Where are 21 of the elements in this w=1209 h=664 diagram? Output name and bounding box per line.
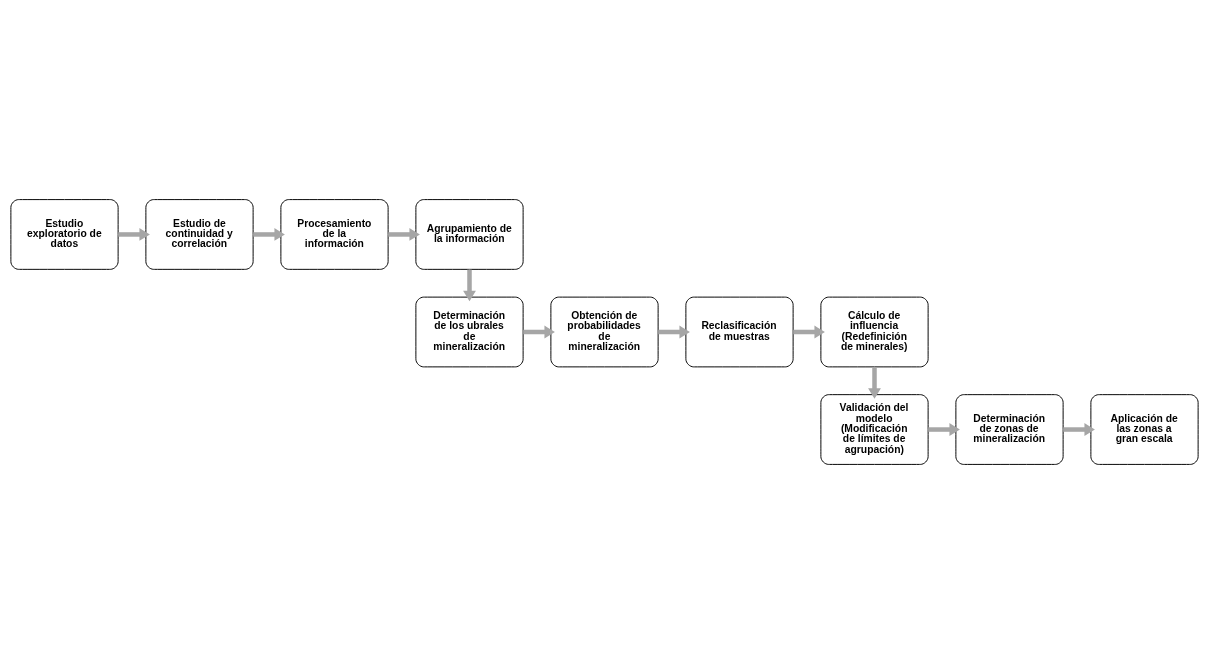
node-box: Estudio exploratorio de datos <box>10 199 119 270</box>
arrow <box>388 228 420 241</box>
arrow <box>1063 423 1095 436</box>
node-box: Aplicación de las zonas a gran escala <box>1090 394 1199 465</box>
arrow <box>523 325 555 339</box>
arrow <box>118 228 150 241</box>
node-box: Estudio de continuidad y correlación <box>145 199 254 270</box>
node-box: Reclasificación de muestras <box>685 296 794 368</box>
arrow <box>868 367 881 399</box>
node-box: Validación del modelo (Modificación de límites de agrupación) <box>820 394 929 465</box>
arrow <box>253 228 285 241</box>
node-box: Cálculo de influencia (Redefinición de minerales) <box>820 296 929 368</box>
node-box: Determinación de los ubrales de mineralización <box>415 296 524 368</box>
node-box: Agrupamiento de la información <box>415 199 524 270</box>
arrow <box>928 423 960 436</box>
arrow <box>658 325 690 339</box>
node-box: Procesamiento de la información <box>280 199 389 270</box>
node-box: Obtención de probabilidades de mineralización <box>550 296 659 368</box>
arrow <box>463 269 476 302</box>
arrow <box>793 325 825 339</box>
node-box: Determinación de zonas de mineralización <box>955 394 1064 465</box>
